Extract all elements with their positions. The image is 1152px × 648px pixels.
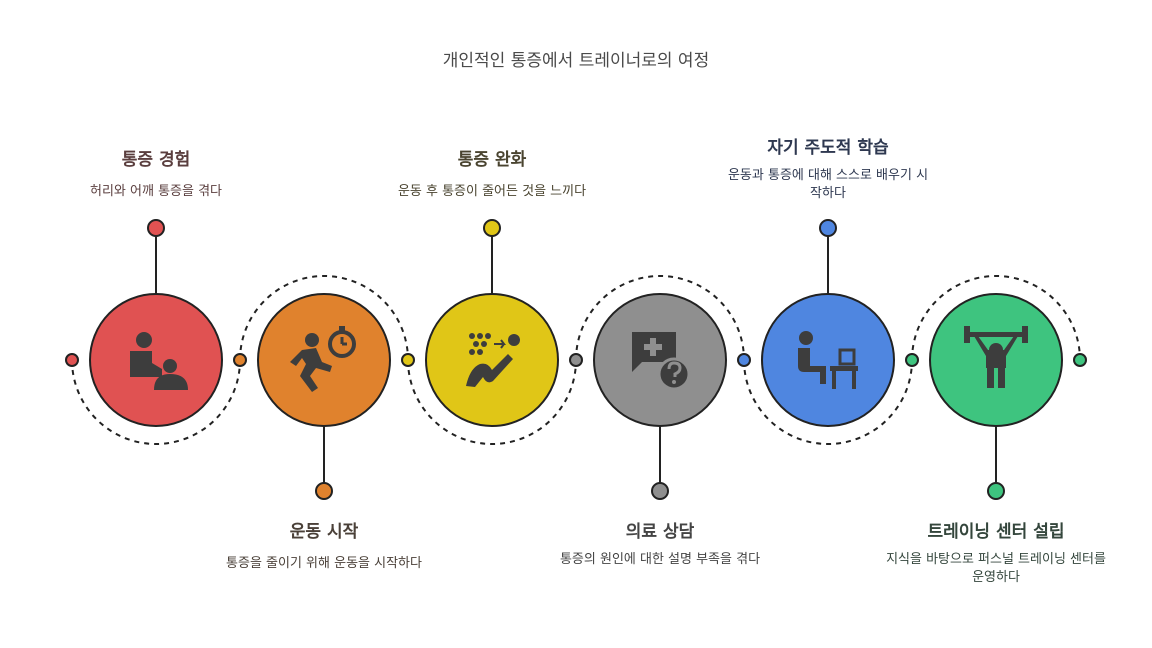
stage-4-desc: 통증의 원인에 대한 설명 부족을 겪다 xyxy=(559,552,761,567)
runner-stopwatch-icon xyxy=(290,326,356,392)
junction-dot-4 xyxy=(737,353,751,367)
stem-dot-4 xyxy=(651,482,669,500)
connector-arcs xyxy=(71,275,1081,445)
junction-dot-5 xyxy=(905,353,919,367)
medical-question-icon xyxy=(632,332,691,391)
stage-circle-5 xyxy=(761,293,895,427)
junction-dot-6 xyxy=(1073,353,1087,367)
stage-5-desc: 운동과 통증에 대해 스스로 배우기 시작하다 xyxy=(727,168,929,201)
stem-dot-2 xyxy=(315,482,333,500)
stage-6-desc: 지식을 바탕으로 퍼스널 트레이닝 센터를 운영하다 xyxy=(886,552,1106,585)
weightlifter-icon xyxy=(964,326,1028,388)
person-in-pain-icon xyxy=(130,332,188,390)
stem-dot-3 xyxy=(483,219,501,237)
stage-4-title: 의료 상담 xyxy=(625,522,695,542)
stage-3-title: 통증 완화 xyxy=(457,150,527,170)
stage-circle-2 xyxy=(257,293,391,427)
stem-dot-6 xyxy=(987,482,1005,500)
junction-dot-3 xyxy=(569,353,583,367)
junction-dot-2 xyxy=(401,353,415,367)
arc-3 xyxy=(407,359,577,445)
stage-5-title: 자기 주도적 학습 xyxy=(767,138,889,158)
arc-2 xyxy=(239,275,409,361)
stage-1-title: 통증 경험 xyxy=(121,150,191,170)
person-at-desk-icon xyxy=(798,331,858,389)
stage-circle-1 xyxy=(89,293,223,427)
junction-dot-1 xyxy=(233,353,247,367)
arc-4 xyxy=(575,275,745,361)
stage-circle-3 xyxy=(425,293,559,427)
arc-6 xyxy=(911,275,1081,361)
stage-1-desc: 허리와 어깨 통증을 겪다 xyxy=(90,184,222,199)
stage-2-title: 운동 시작 xyxy=(289,522,359,542)
stage-6-title: 트레이닝 센터 설립 xyxy=(927,522,1065,542)
stem-dot-1 xyxy=(147,219,165,237)
stem-dot-5 xyxy=(819,219,837,237)
relaxing-person-icon xyxy=(466,333,520,387)
junction-dot-0 xyxy=(65,353,79,367)
arc-5 xyxy=(743,359,913,445)
arc-1 xyxy=(71,359,241,445)
stage-2-desc: 통증을 줄이기 위해 운동을 시작하다 xyxy=(226,556,422,571)
page-title: 개인적인 통증에서 트레이너로의 여정 xyxy=(442,51,710,71)
stage-3-desc: 운동 후 통증이 줄어든 것을 느끼다 xyxy=(397,184,587,199)
